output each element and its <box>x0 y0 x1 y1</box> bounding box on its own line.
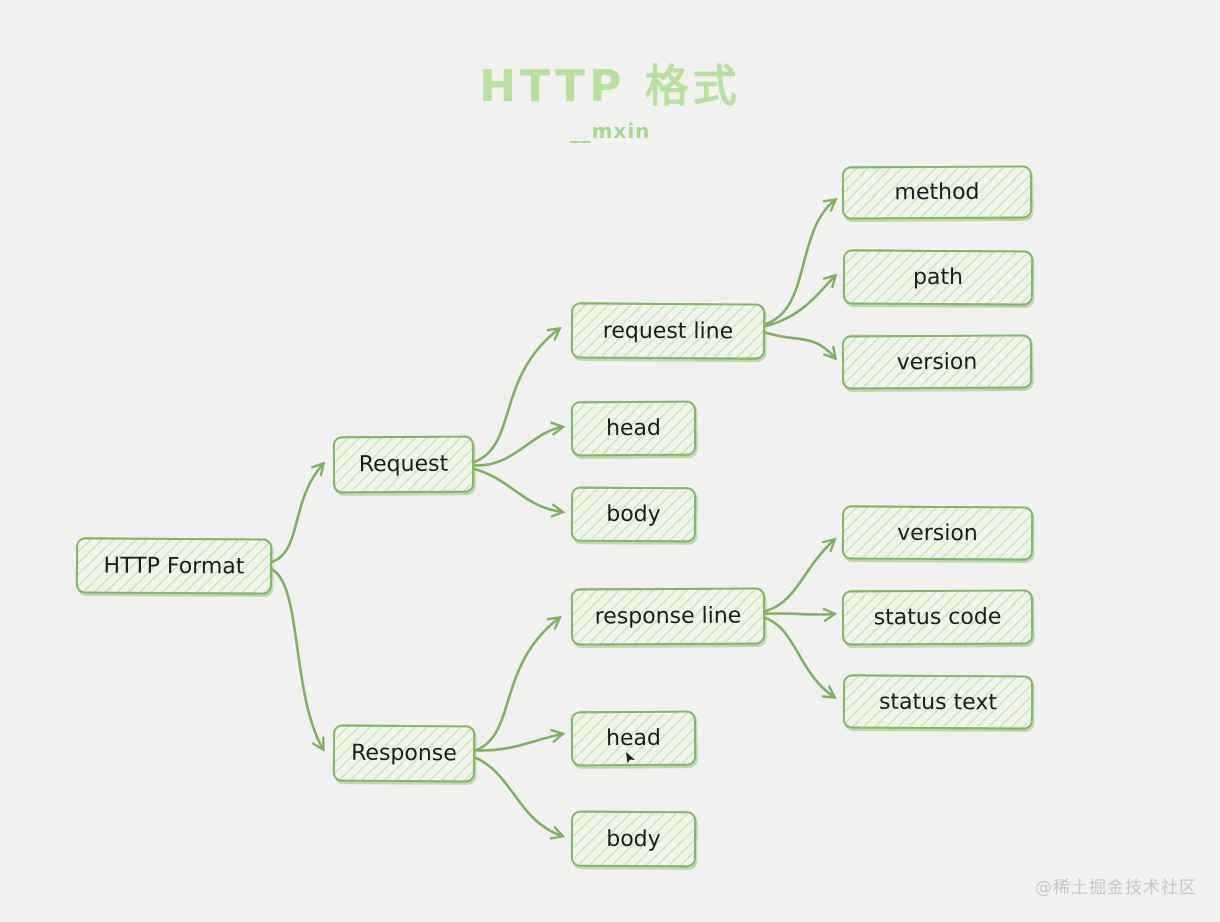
node-label: version <box>896 349 978 375</box>
node-label: body <box>606 501 661 528</box>
node-request: Request <box>332 435 475 494</box>
node-label: status text <box>878 689 998 715</box>
diagram-subtitle: __mxin <box>569 119 651 143</box>
node-label: path <box>912 264 964 291</box>
node-label: response line <box>594 603 742 630</box>
node-label: method <box>894 179 980 206</box>
edge-request-requestline <box>469 329 559 465</box>
edge-responseline-statuscode <box>760 613 834 614</box>
node-response: Response <box>332 724 476 783</box>
edge-response-body <box>469 754 562 836</box>
node-label: request line <box>602 318 734 344</box>
node-http-format: HTTP Format <box>75 537 273 595</box>
node-label: Response <box>351 740 457 767</box>
node-request-version: version <box>841 334 1033 390</box>
node-method: method <box>841 165 1033 220</box>
node-response-line: response line <box>570 587 766 646</box>
node-label: head <box>605 415 662 442</box>
node-label: body <box>606 826 661 852</box>
edge-response-responseline <box>469 618 559 754</box>
node-label: status code <box>873 604 1002 631</box>
node-label: version <box>897 520 978 546</box>
node-request-line: request line <box>570 302 766 360</box>
node-status-code: status code <box>841 589 1034 646</box>
node-label: HTTP Format <box>103 553 245 579</box>
edge-requestline-method <box>760 200 835 327</box>
node-label: Request <box>358 451 449 478</box>
node-label: head <box>605 725 662 752</box>
edge-response-head <box>469 734 562 752</box>
edge-request-body <box>469 466 562 512</box>
node-path: path <box>842 249 1034 306</box>
node-request-head: head <box>570 400 697 457</box>
mouse-cursor-icon <box>626 752 635 763</box>
edge-root-response <box>267 566 323 749</box>
edge-requestline-version <box>759 329 835 358</box>
edge-responseline-version <box>760 540 834 614</box>
edge-requestline-path <box>760 276 835 329</box>
edge-responseline-statustext <box>760 615 834 697</box>
diagram-title: HTTP 格式 <box>479 61 741 112</box>
node-response-body: body <box>570 810 697 868</box>
watermark: @稀土掘金技术社区 <box>1035 878 1197 898</box>
node-request-body: body <box>570 486 697 543</box>
node-response-version: version <box>841 505 1034 561</box>
edge-root-request <box>267 464 323 565</box>
node-status-text: status text <box>842 674 1034 730</box>
edge-request-head <box>469 427 562 467</box>
